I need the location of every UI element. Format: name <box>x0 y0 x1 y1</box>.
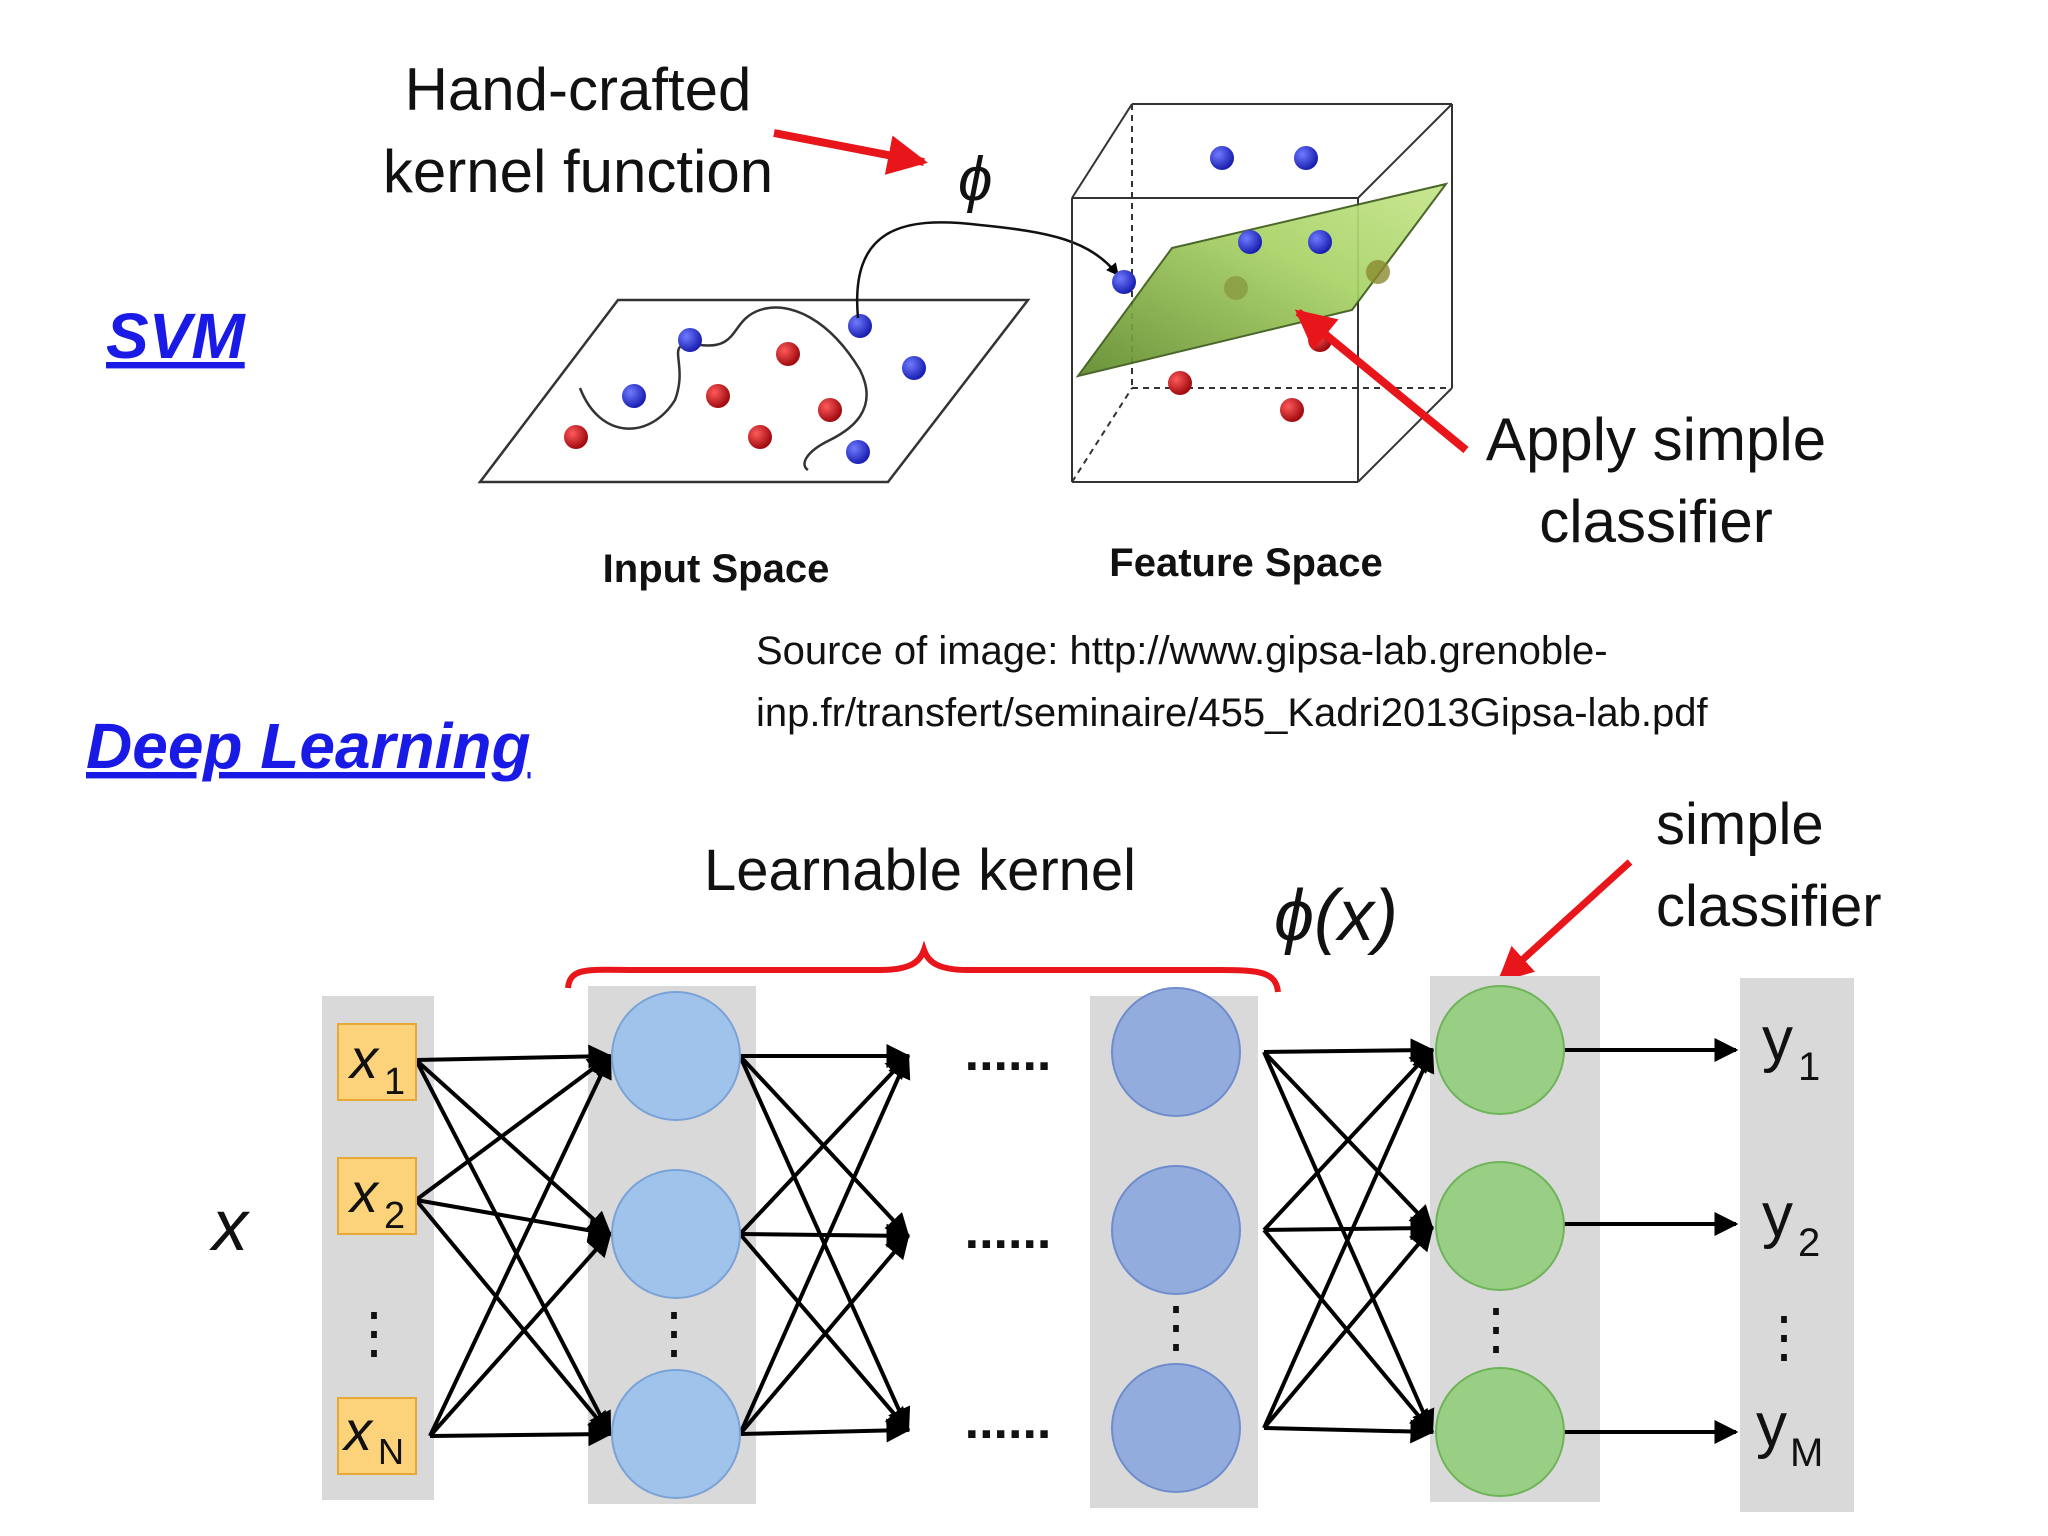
red-point <box>1280 398 1304 422</box>
classifier-pointer-arrow <box>1294 308 1469 454</box>
deep-learning-heading: Deep Learning <box>86 710 531 782</box>
hidden-node <box>611 1169 741 1299</box>
connections-output-to-labels <box>1562 1038 1739 1444</box>
source-line2: inp.fr/transfert/seminaire/455_Kadri2013… <box>756 691 1709 735</box>
classifier-label-line2: classifier <box>1539 488 1772 555</box>
phi-x-label: ϕ(x) <box>1274 876 1398 956</box>
separating-hyperplane <box>1075 182 1449 378</box>
source-line1: Source of image: http://www.gipsa-lab.gr… <box>756 629 1608 673</box>
blue-point <box>1308 230 1332 254</box>
red-point-faded <box>1366 260 1390 284</box>
input-ellipsis: ⋮ <box>346 1301 402 1364</box>
input-sub: 2 <box>384 1195 405 1237</box>
kernel-label-line1: Hand-crafted <box>405 56 752 123</box>
red-point <box>706 384 730 408</box>
connections-input-to-h1 <box>414 1044 613 1447</box>
input-base: x <box>347 1027 380 1090</box>
blue-point <box>902 356 926 380</box>
output-base: y <box>1762 1005 1793 1074</box>
kernel-label-line2: kernel function <box>383 138 773 205</box>
red-point <box>776 342 800 366</box>
red-point <box>564 425 588 449</box>
output-label-y2: y 2 <box>1762 1181 1820 1265</box>
output-label-yM: y M <box>1756 1391 1823 1475</box>
mapping-arrow <box>855 221 1119 319</box>
connections-hk-to-output <box>1262 1038 1435 1444</box>
input-space-boundary-curve <box>578 306 868 472</box>
input-vector-symbol: x <box>209 1186 251 1266</box>
classifier-node <box>1435 1161 1565 1291</box>
input-node-xN: x N <box>337 1397 417 1475</box>
input-node-x1: x 1 <box>337 1023 417 1103</box>
learnable-kernel-brace <box>565 940 1281 993</box>
output-base: y <box>1756 1391 1787 1460</box>
classifier-node <box>1435 1367 1565 1497</box>
hidden-node <box>611 1369 741 1499</box>
output-sub: 1 <box>1798 1045 1820 1089</box>
kernel-pointer-arrow <box>773 129 928 175</box>
learnable-kernel-label: Learnable kernel <box>704 838 1136 903</box>
connections-h1-to-next <box>738 1044 911 1443</box>
blue-point <box>678 328 702 352</box>
classifier-node <box>1435 985 1565 1115</box>
input-space-label: Input Space <box>603 547 830 591</box>
input-sub: 1 <box>384 1061 405 1103</box>
red-point-faded <box>1224 276 1248 300</box>
input-space-points <box>564 314 926 464</box>
hidden-ellipsis-row2: ...... <box>965 1202 1052 1260</box>
output-base: y <box>1762 1181 1793 1250</box>
label-column <box>1740 978 1854 1512</box>
feature-space-label: Feature Space <box>1109 541 1382 585</box>
red-point <box>1168 371 1192 395</box>
hidden1-ellipsis: ⋮ <box>646 1301 702 1364</box>
input-space-plane <box>477 298 1031 484</box>
hiddenk-ellipsis: ⋮ <box>1148 1295 1204 1358</box>
hidden-ellipsis-row1: ...... <box>965 1024 1052 1082</box>
hidden-node <box>1111 987 1241 1117</box>
output-ellipsis: ⋮ <box>1756 1305 1812 1368</box>
feature-space-points-front <box>1224 230 1390 300</box>
blue-point <box>1294 146 1318 170</box>
blue-point <box>622 384 646 408</box>
input-node-x2: x 2 <box>337 1157 417 1237</box>
blue-point <box>1238 230 1262 254</box>
blue-point <box>1112 270 1136 294</box>
hidden-node <box>1111 1363 1241 1493</box>
red-point <box>818 398 842 422</box>
input-sub: N <box>378 1431 404 1472</box>
svm-heading: SVM <box>106 300 246 372</box>
simple-classifier-line1: simple <box>1656 792 1824 857</box>
blue-point <box>1210 146 1234 170</box>
hidden-ellipsis-row3: ...... <box>965 1392 1052 1450</box>
output-sub: M <box>1790 1431 1823 1475</box>
input-base: x <box>341 1399 374 1462</box>
phi-symbol: ϕ <box>958 145 992 214</box>
hidden-node <box>611 991 741 1121</box>
red-point <box>748 425 772 449</box>
blue-point <box>848 314 872 338</box>
hidden-node <box>1111 1165 1241 1295</box>
output-sub: 2 <box>1798 1221 1820 1265</box>
blue-point <box>846 440 870 464</box>
simple-classifier-pointer-arrow <box>1497 859 1633 983</box>
classifier-ellipsis: ⋮ <box>1468 1297 1524 1360</box>
classifier-label-line1: Apply simple <box>1486 406 1826 473</box>
output-label-y1: y 1 <box>1762 1005 1820 1089</box>
simple-classifier-line2: classifier <box>1656 874 1882 939</box>
input-base: x <box>347 1161 380 1224</box>
